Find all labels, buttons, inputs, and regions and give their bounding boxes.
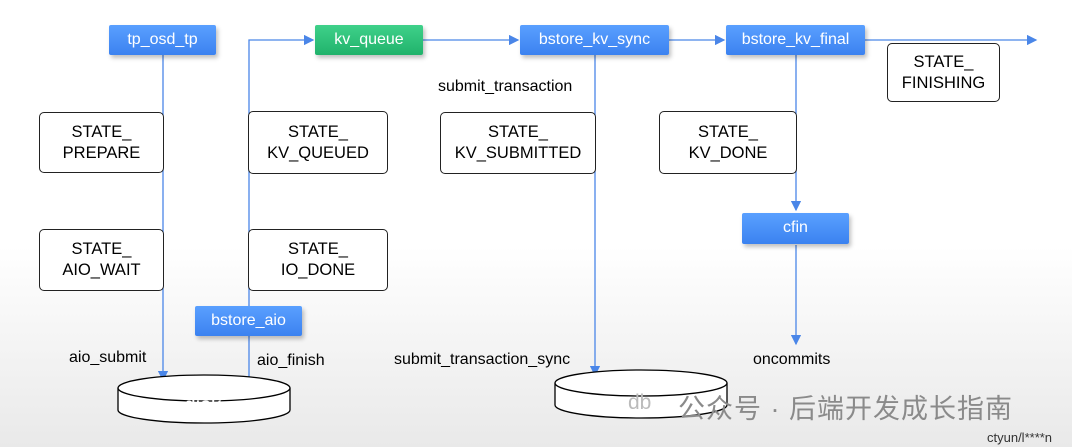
thread-cfin: cfin bbox=[742, 213, 849, 244]
state-aio-wait: STATE_ AIO_WAIT bbox=[39, 229, 164, 291]
state-io-done: STATE_ IO_DONE bbox=[248, 229, 388, 291]
arrow-to-kv-queue bbox=[248, 34, 315, 306]
db-label: db bbox=[628, 391, 652, 414]
thread-bstore-kv-final: bstore_kv_final bbox=[726, 25, 865, 55]
credit-text: ctyun/l****n bbox=[987, 430, 1053, 445]
state-kv-submitted: STATE_ KV_SUBMITTED bbox=[440, 112, 596, 174]
label-aio-finish: aio_finish bbox=[257, 352, 325, 369]
thread-bstore-kv-sync: bstore_kv_sync bbox=[520, 25, 669, 55]
thread-bstore-aio: bstore_aio bbox=[195, 306, 302, 336]
state-kv-done: STATE_ KV_DONE bbox=[659, 111, 797, 174]
state-kv-queued: STATE_ KV_QUEUED bbox=[248, 111, 388, 174]
state-finishing: STATE_ FINISHING bbox=[887, 43, 1000, 102]
label-oncommits: oncommits bbox=[753, 351, 831, 368]
watermark-text: 公众号 · 后端开发成长指南 bbox=[678, 394, 1013, 424]
db-cylinder bbox=[554, 369, 728, 419]
label-submit-transaction: submit_transaction bbox=[438, 78, 573, 95]
label-submit-transaction-sync: submit_transaction_sync bbox=[394, 351, 571, 368]
disk-cylinder bbox=[117, 374, 291, 424]
thread-kv-queue: kv_queue bbox=[315, 25, 423, 55]
thread-tp-osd-tp: tp_osd_tp bbox=[109, 25, 216, 55]
state-prepare: STATE_ PREPARE bbox=[39, 112, 164, 173]
label-aio-submit: aio_submit bbox=[69, 349, 147, 366]
disk-label: disk bbox=[184, 394, 222, 417]
